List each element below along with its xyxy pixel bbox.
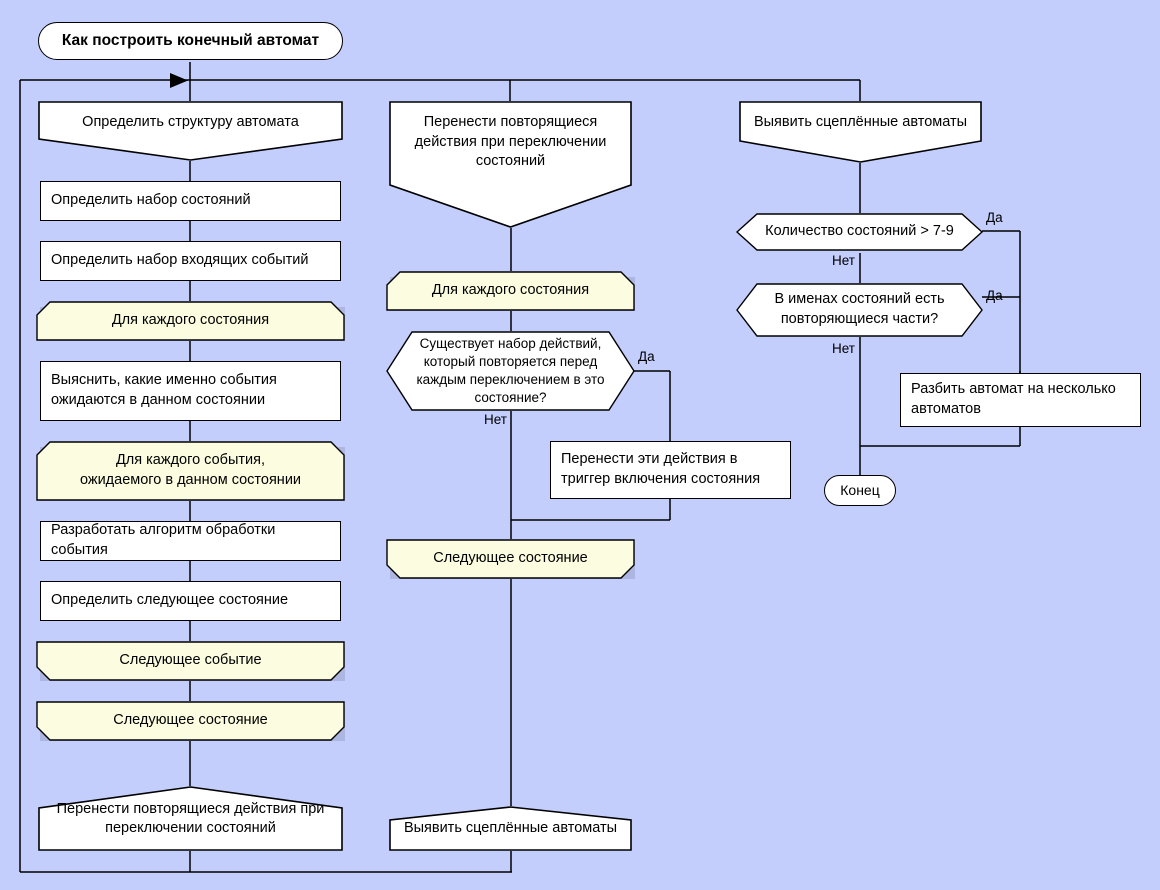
left-node-3[interactable]: Определить набор входящих событий: [40, 241, 341, 281]
mid-decision-1-label-line2: который повторяется перед: [423, 353, 598, 369]
right-decision-2[interactable]: В именах состояний есть повторяющиеся ча…: [736, 283, 983, 337]
start-terminal: Как построить конечный автомат: [38, 22, 343, 60]
left-node-2[interactable]: Определить набор состояний: [40, 181, 341, 221]
loop-band-shape: [36, 301, 345, 341]
left-node-7-label: Разработать алгоритм обработки события: [51, 522, 276, 558]
left-node-8-label: Определить следующее состояние: [51, 592, 289, 609]
mid-node-action-label-line1: Перенести эти действия в: [561, 451, 738, 468]
left-node-5-label-line1: Выяснить, какие именно события: [51, 372, 277, 389]
right-decision-1-no-label: Нет: [832, 253, 855, 268]
subprocess-down-shape: [389, 101, 632, 228]
loop-band-shape: [36, 441, 345, 501]
left-loop-2-label-line2: ожидаемого в данном состоянии: [79, 472, 302, 488]
left-node-1-label: Определить структуру автомата: [82, 114, 299, 130]
right-decision-1-yes-label: Да: [986, 210, 1003, 225]
mid-decision-1-label-line3: каждым переключением в это: [416, 372, 605, 387]
left-node-1[interactable]: Определить структуру автомата: [38, 101, 343, 161]
start-terminal-label: Как построить конечный автомат: [61, 31, 320, 49]
mid-loop-1[interactable]: Для каждого состояния: [386, 271, 635, 311]
left-loop-1[interactable]: Для каждого состояния: [36, 301, 345, 341]
mid-decision-1-no-label: Нет: [484, 412, 507, 427]
right-node-split[interactable]: Разбить автомат на несколько автоматов: [900, 373, 1141, 427]
left-node-11-label-line1: Перенести повторящиеся действия при: [56, 800, 325, 817]
left-loop-2[interactable]: Для каждого события, ожидаемого в данном…: [36, 441, 345, 501]
flow-arrowhead: [170, 73, 188, 88]
left-node-8[interactable]: Определить следующее состояние: [40, 581, 341, 621]
mid-decision-1[interactable]: Существует набор действий, который повто…: [386, 331, 635, 411]
mid-node-last-label: Выявить сцеплённые автоматы: [403, 820, 618, 837]
mid-node-1[interactable]: Перенести повторящиеся действия при пере…: [389, 101, 632, 228]
decision-hexagon-shape: [736, 213, 983, 251]
left-loop-close-2[interactable]: Следующее состояние: [36, 701, 345, 741]
loop-band-close-shape: [36, 701, 345, 741]
right-decision-1-label: Количество состояний > 7-9: [765, 223, 954, 240]
mid-loop-1-label: Для каждого состояния: [431, 282, 590, 299]
subprocess-down-shape: [38, 101, 343, 161]
right-node-1-label: Выявить сцеплённые автоматы: [753, 114, 968, 130]
subprocess-down-shape: [739, 101, 982, 163]
left-node-11[interactable]: Перенести повторящиеся действия при пере…: [38, 786, 343, 851]
loop-band-close-shape: [36, 641, 345, 681]
right-decision-2-no-label: Нет: [832, 341, 855, 356]
right-node-1[interactable]: Выявить сцеплённые автоматы: [739, 101, 982, 163]
loop-band-shape: [386, 271, 635, 311]
mid-node-action-label-line2: триггер включения состояния: [561, 471, 761, 487]
left-node-3-label: Определить набор входящих событий: [51, 252, 309, 269]
mid-node-last[interactable]: Выявить сцеплённые автоматы: [389, 806, 632, 851]
right-decision-2-yes-label: Да: [986, 288, 1003, 303]
mid-node-1-label-line3: состояний: [475, 153, 546, 170]
mid-decision-1-label-line4: состояние?: [474, 390, 547, 406]
right-decision-2-label-line2: повторяющиеся части?: [780, 311, 939, 327]
left-loop-2-label-line1: Для каждого события,: [115, 452, 265, 469]
left-node-5[interactable]: Выяснить, какие именно события ожидаются…: [40, 361, 341, 421]
right-decision-2-label-line1: В именах состояний есть: [774, 291, 945, 308]
left-loop-close-2-label: Следующее состояние: [113, 712, 268, 729]
left-node-7[interactable]: Разработать алгоритм обработки события: [40, 521, 341, 561]
end-terminal[interactable]: Конец: [824, 475, 896, 506]
decision-hexagon-shape: [736, 283, 983, 337]
left-loop-close-1-label: Следующее событие: [119, 652, 262, 669]
mid-loop-close[interactable]: Следующее состояние: [386, 539, 635, 579]
mid-node-1-label-line1: Перенести повторящиеся: [423, 114, 598, 130]
mid-loop-close-label: Следующее состояние: [433, 550, 588, 567]
mid-decision-1-yes-label: Да: [638, 349, 655, 364]
left-node-5-label-line2: ожидаются в данном состоянии: [51, 392, 266, 408]
mid-node-action[interactable]: Перенести эти действия в триггер включен…: [550, 441, 791, 499]
left-loop-close-1[interactable]: Следующее событие: [36, 641, 345, 681]
mid-decision-1-label-line1: Существует набор действий,: [419, 335, 602, 351]
subprocess-up-shape: [389, 806, 632, 851]
left-node-11-label-line2: переключении состояний: [105, 820, 276, 837]
subprocess-up-shape: [38, 786, 343, 851]
mid-node-1-label-line2: действия при переключении: [414, 133, 607, 150]
loop-band-close-shape: [386, 539, 635, 579]
right-node-split-label-line1: Разбить автомат на несколько: [911, 381, 1116, 398]
left-node-2-label: Определить набор состояний: [51, 192, 251, 209]
end-terminal-label: Конец: [840, 482, 880, 499]
left-loop-1-label: Для каждого состояния: [111, 312, 270, 329]
right-node-split-label-line2: автоматов: [911, 401, 981, 417]
right-decision-1[interactable]: Количество состояний > 7-9: [736, 213, 983, 251]
